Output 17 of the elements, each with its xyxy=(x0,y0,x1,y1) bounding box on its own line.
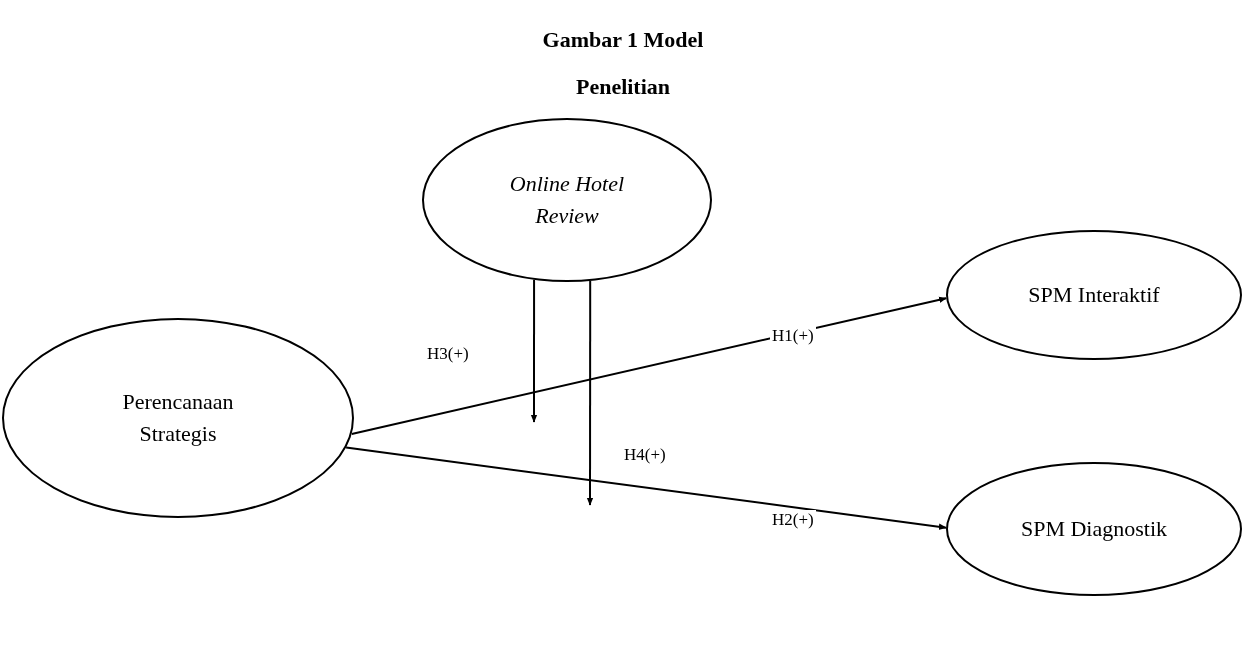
arrow xyxy=(350,296,948,435)
variable-name: SPM Diagnostik xyxy=(1020,515,1168,544)
variable-name: Perencanaan Strategis xyxy=(121,388,235,448)
hypothesis-label: H2(+) xyxy=(770,510,816,530)
variable-ellipse xyxy=(946,230,1242,360)
variable-ellipse xyxy=(2,318,354,518)
arrow xyxy=(530,278,538,423)
hypothesis-label: H1(+) xyxy=(770,326,816,346)
hypothesis-label: H3(+) xyxy=(425,344,471,364)
variable-name: Online Hotel Review xyxy=(508,170,626,230)
variable-ellipse xyxy=(946,462,1242,596)
hypothesis-label: H4(+) xyxy=(622,445,668,465)
variable-name: SPM Interaktif xyxy=(1028,281,1160,310)
arrow xyxy=(586,279,594,506)
arrow xyxy=(345,446,948,530)
variable-ellipse xyxy=(422,118,712,282)
figure-title: Gambar 1 Model Penelitian xyxy=(541,26,705,101)
